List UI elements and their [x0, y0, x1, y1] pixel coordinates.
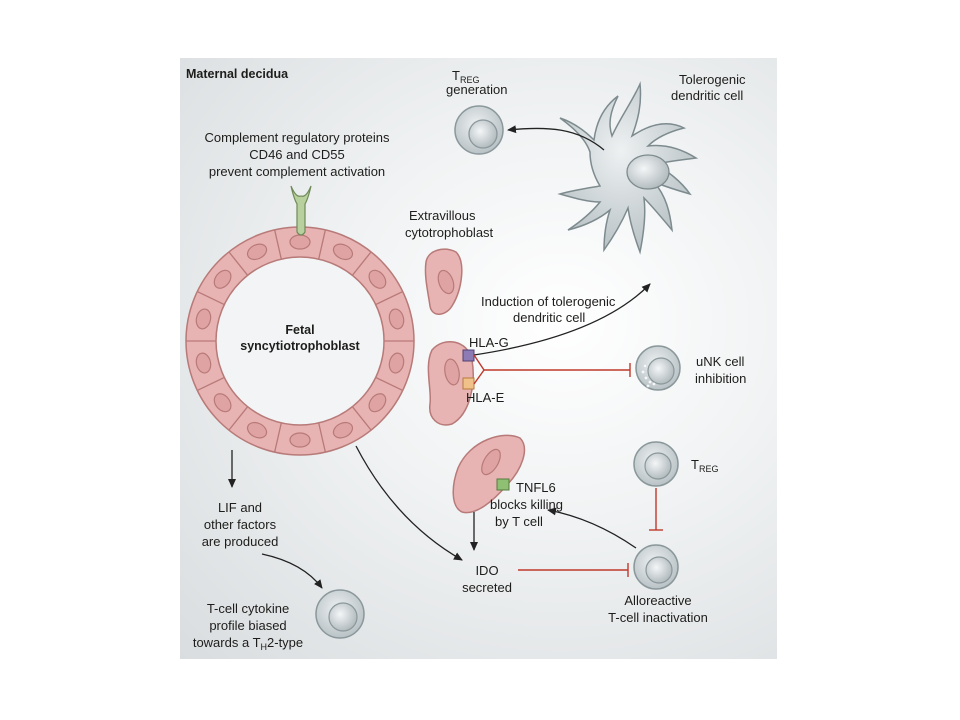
- cell-boundary: [228, 406, 249, 431]
- complement-label-line1: Complement regulatory proteins: [205, 130, 390, 145]
- induction-label-line1: Induction of tolerogenic: [481, 294, 616, 309]
- cell-nucleus: [195, 308, 212, 330]
- tolerogenic-dc-label-line2: dendritic cell: [671, 88, 743, 103]
- tcell-cytokine-label-line1: T-cell cytokine: [207, 601, 289, 616]
- cell-nucleus: [388, 352, 405, 374]
- hla-connector: [473, 354, 485, 385]
- arrow-dc-to-treg: [507, 125, 605, 151]
- cell-boundary: [197, 376, 225, 392]
- complement-label-line2: CD46 and CD55: [249, 147, 344, 162]
- arrow-lif-to-th2: [261, 553, 323, 589]
- cell-nucleus: [388, 308, 405, 330]
- unk-label-line1: uNK cell: [696, 354, 745, 369]
- arrow-induction-dc: [473, 283, 651, 356]
- alloreactive-label-line1: Alloreactive: [624, 593, 691, 608]
- alloreactive-t-cell: [633, 544, 679, 590]
- ido-label-line2: secreted: [462, 580, 512, 595]
- cell-nucleus: [195, 352, 212, 374]
- extravillous-cytotrophoblast: [424, 248, 463, 315]
- complement-regulatory-protein: [290, 185, 312, 236]
- treg-generation-label-line2: generation: [446, 82, 507, 97]
- cell-nucleus: [289, 234, 311, 250]
- lif-label-line3: are produced: [202, 534, 279, 549]
- treg-right-label: TREG: [691, 457, 718, 474]
- cell-boundary: [273, 422, 282, 453]
- extravillous-label-line1: Extravillous: [409, 208, 476, 223]
- fetal-syncytiotrophoblast: [185, 226, 415, 456]
- tnfl6-trophoblast: [452, 434, 526, 514]
- tolerogenic-dc-label-line1: Tolerogenic: [679, 72, 746, 87]
- cell-nucleus: [213, 269, 232, 289]
- fetal-label-line1: Fetal: [285, 323, 314, 337]
- hla-expressing-trophoblast: [427, 340, 475, 426]
- ido-label-line1: IDO: [475, 563, 498, 578]
- lif-label-line2: other factors: [204, 517, 277, 532]
- tolerogenic-dendritic-cell: [557, 81, 699, 255]
- cell-boundary: [318, 422, 327, 453]
- tnfl6-label-line1: TNFL6: [516, 480, 556, 495]
- cell-nucleus: [332, 243, 354, 261]
- cell-nucleus: [368, 393, 387, 413]
- cell-boundary: [273, 229, 282, 260]
- hla-e-label: HLA-E: [466, 390, 505, 405]
- arrows: [228, 125, 651, 589]
- panel-title: Maternal decidua: [186, 67, 289, 81]
- tcell-cytokine-label-line2: profile biased: [209, 618, 286, 633]
- alloreactive-label-line2: T-cell inactivation: [608, 610, 708, 625]
- treg-generation-label-main: TREG: [452, 68, 479, 85]
- th2-t-cell: [315, 589, 365, 639]
- unk-cell: [635, 345, 681, 391]
- cell-nucleus: [368, 269, 387, 289]
- tnfl6-label-line3: by T cell: [495, 514, 543, 529]
- lif-label-line1: LIF and: [218, 500, 262, 515]
- induction-label-line2: dendritic cell: [513, 310, 585, 325]
- treg-cell: [633, 441, 679, 487]
- fetal-label-line2: syncytiotrophoblast: [240, 339, 360, 353]
- inhibition-lines: [473, 354, 663, 577]
- cell-boundary: [197, 290, 225, 306]
- tcell-cytokine-label-line3: towards a TH2-type: [193, 635, 303, 652]
- arrow-to-ido: [355, 445, 463, 561]
- arrow-tcell-to-tnfl6: [547, 507, 637, 549]
- cell-nucleus: [289, 432, 311, 448]
- cell-boundary: [351, 406, 372, 431]
- syncytio-cell-segments: [186, 229, 414, 453]
- cell-boundary: [375, 376, 403, 392]
- hla-e-molecule: [462, 377, 475, 390]
- hla-g-label: HLA-G: [469, 335, 509, 350]
- cell-nucleus: [246, 243, 268, 261]
- treg-generation-cell: [454, 105, 504, 155]
- tnfl6-molecule: [496, 478, 510, 491]
- cell-boundary: [228, 251, 249, 276]
- cell-nucleus: [332, 421, 354, 439]
- cell-nucleus: [246, 421, 268, 439]
- cell-boundary: [375, 290, 403, 306]
- cell-boundary: [351, 251, 372, 276]
- extravillous-label-line2: cytotrophoblast: [405, 225, 494, 240]
- tnfl6-label-line2: blocks killing: [490, 497, 563, 512]
- complement-label-line3: prevent complement activation: [209, 164, 385, 179]
- hla-g-molecule: [462, 349, 475, 362]
- cell-nucleus: [213, 393, 232, 413]
- cell-boundary: [318, 229, 327, 260]
- unk-label-line2: inhibition: [695, 371, 746, 386]
